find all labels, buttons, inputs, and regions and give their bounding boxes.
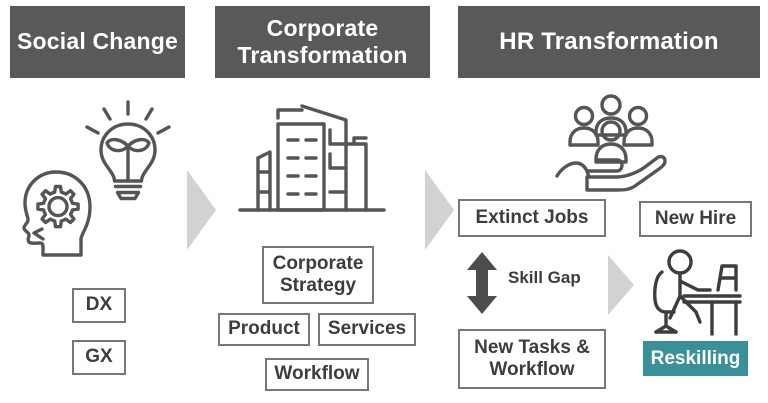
person-at-desk-icon xyxy=(653,249,742,336)
skill-gap-double-arrow-icon xyxy=(467,252,497,314)
head-with-gear-icon xyxy=(22,170,92,257)
hand-holding-people-icon xyxy=(555,94,667,192)
skill-gap-label: Skill Gap xyxy=(508,268,581,287)
chevron-right-corporate-to-hr xyxy=(425,170,454,250)
box-services[interactable]: Services xyxy=(318,313,416,346)
box-dx[interactable]: DX xyxy=(72,288,126,323)
header-hr-transformation: HR Transformation xyxy=(458,6,760,78)
box-workflow[interactable]: Workflow xyxy=(265,358,369,391)
box-reskilling[interactable]: Reskilling xyxy=(643,341,748,376)
box-extinct-jobs[interactable]: Extinct Jobs xyxy=(458,199,606,237)
box-gx[interactable]: GX xyxy=(72,340,126,375)
office-buildings-icon xyxy=(238,104,386,212)
box-product[interactable]: Product xyxy=(218,313,310,346)
box-corporate-strategy[interactable]: Corporate Strategy xyxy=(262,246,374,304)
lightbulb-with-leaf-icon xyxy=(85,100,171,201)
box-new-hire[interactable]: New Hire xyxy=(639,201,752,237)
box-new-tasks-workflow[interactable]: New Tasks & Workflow xyxy=(458,329,606,389)
header-social-change: Social Change xyxy=(10,6,185,78)
chevron-right-tasks-to-reskilling xyxy=(608,255,634,315)
chevron-right-social-to-corporate xyxy=(187,170,216,250)
header-corporate-transformation: Corporate Transformation xyxy=(215,6,430,78)
